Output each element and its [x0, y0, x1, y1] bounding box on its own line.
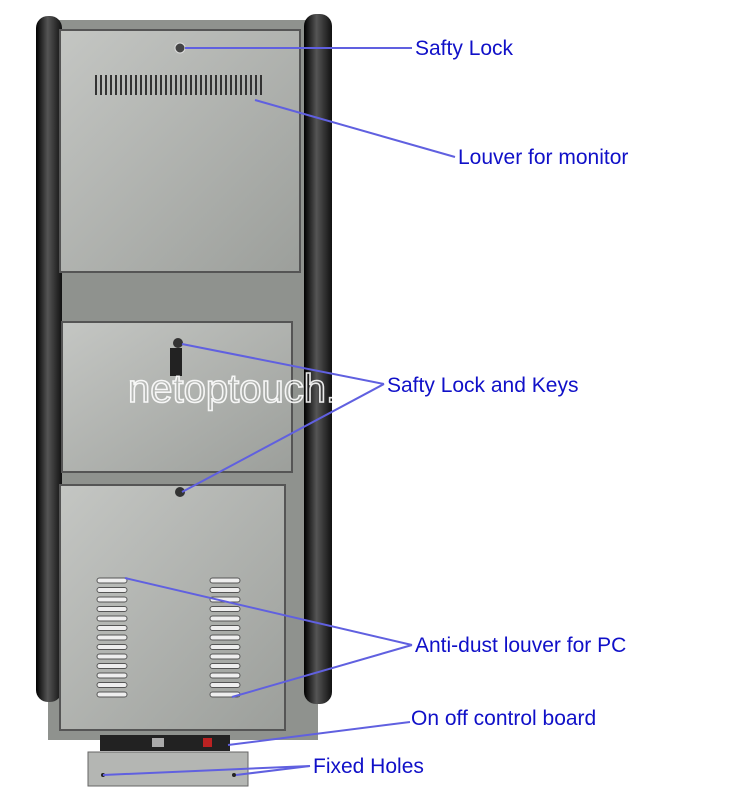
power-switch: [203, 738, 212, 747]
louver-slot: [96, 587, 128, 593]
louver-slot: [96, 606, 128, 612]
louver-slot: [115, 75, 117, 95]
louver-slot: [209, 606, 241, 612]
louver-slot: [185, 75, 187, 95]
louver-slot: [160, 75, 162, 95]
louver-slot: [96, 577, 128, 584]
louver-slot: [105, 75, 107, 95]
louver-slot: [209, 625, 241, 631]
left-post: [36, 16, 62, 702]
monitor-panel: [59, 29, 301, 273]
louver-slot: [230, 75, 232, 95]
control-board: [100, 735, 230, 751]
louver-slot: [209, 587, 241, 593]
louver-slot: [245, 75, 247, 95]
louver-slot: [209, 634, 241, 641]
louver-slot: [150, 75, 152, 95]
louver-slot: [96, 634, 128, 641]
louver-slot: [210, 75, 212, 95]
louver-slot: [96, 615, 128, 622]
louver-slot: [220, 75, 222, 95]
louver-slot: [260, 75, 262, 95]
louver-slot: [200, 75, 202, 95]
label-anti-dust: Anti-dust louver for PC: [415, 634, 626, 657]
safety-lock-top: [174, 42, 186, 54]
louver-slot: [250, 75, 252, 95]
louver-slot: [190, 75, 192, 95]
safety-lock-middle: [173, 338, 183, 348]
louver-slot: [125, 75, 127, 95]
louver-slot: [140, 75, 142, 95]
louver-slot: [209, 663, 241, 669]
louver-slot: [215, 75, 217, 95]
louver-slot: [120, 75, 122, 95]
keys: [170, 348, 182, 376]
louver-slot: [96, 653, 128, 660]
power-socket: [152, 738, 164, 747]
pc-louvers: [96, 577, 241, 698]
louver-slot: [209, 577, 241, 584]
louver-slot: [96, 663, 128, 669]
louver-slot: [209, 615, 241, 622]
louver-slot: [180, 75, 182, 95]
right-post: [304, 14, 332, 704]
louver-slot: [165, 75, 167, 95]
louver-slot: [96, 625, 128, 631]
pointer-lines: [102, 47, 456, 776]
louver-slot: [96, 596, 128, 603]
louver-slot: [170, 75, 172, 95]
louver-slot: [135, 75, 137, 95]
louver-slot: [205, 75, 207, 95]
label-fixed-holes: Fixed Holes: [313, 755, 424, 778]
fixed-hole-right: [232, 773, 236, 777]
louver-slot: [155, 75, 157, 95]
louver-slot: [240, 75, 242, 95]
safety-lock-lower: [175, 487, 185, 497]
louver-slot: [255, 75, 257, 95]
louver-slot: [209, 672, 241, 679]
watermark: netoptouch.en.alibaba.com: [128, 367, 608, 411]
louver-slot: [145, 75, 147, 95]
louver-slot: [195, 75, 197, 95]
louver-slot: [225, 75, 227, 95]
louver-slot: [96, 691, 128, 698]
label-safety-lock-keys: Safty Lock and Keys: [387, 374, 578, 397]
louver-slot: [235, 75, 237, 95]
louver-slot: [100, 75, 102, 95]
louver-slot: [96, 682, 128, 688]
label-on-off: On off control board: [411, 707, 596, 730]
louver-slot: [96, 672, 128, 679]
label-safety-lock: Safty Lock: [415, 37, 514, 60]
monitor-louver: /* placeholder */: [95, 75, 262, 95]
louver-slot: [209, 653, 241, 660]
label-louver-monitor: Louver for monitor: [458, 146, 628, 169]
louver-slot: [96, 644, 128, 650]
louver-slot: [209, 644, 241, 650]
louver-slot: [95, 75, 97, 95]
louver-slot: [110, 75, 112, 95]
louver-slot: [130, 75, 132, 95]
louver-slot: [175, 75, 177, 95]
louver-slot: [209, 682, 241, 688]
